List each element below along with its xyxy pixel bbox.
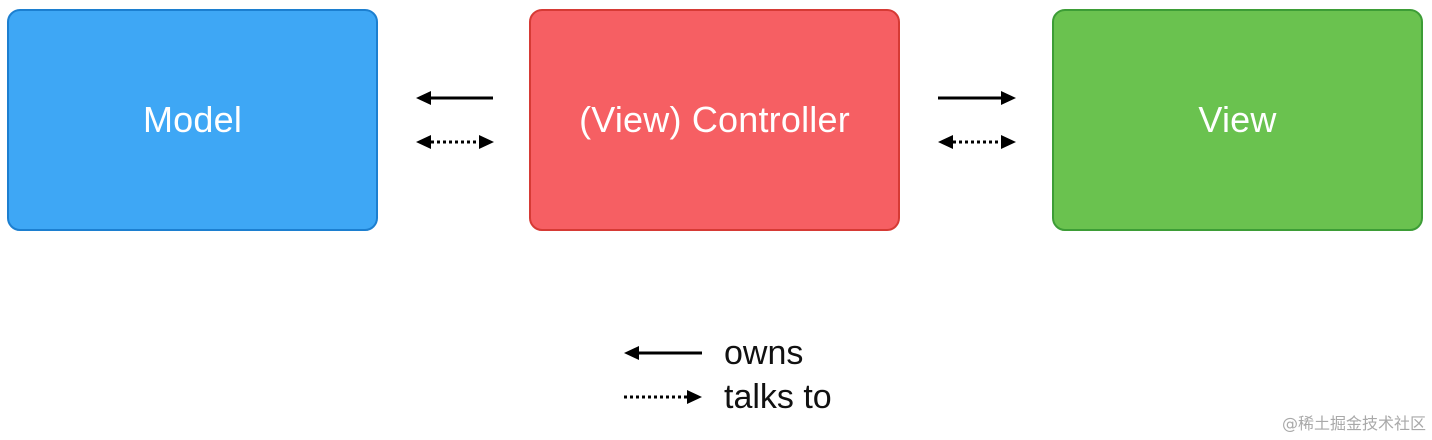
legend-talks-to-arrow xyxy=(624,390,702,404)
watermark: @稀土掘金技术社区 xyxy=(1281,414,1426,433)
legend-talks-to-label: talks to xyxy=(724,378,832,416)
view-label: View xyxy=(1198,99,1277,140)
controller-model-talk-arrow xyxy=(416,135,494,149)
legend-owns-arrow xyxy=(624,346,702,360)
model-label: Model xyxy=(142,99,243,140)
controller-owns-model-arrow xyxy=(416,91,493,105)
view-controller-label: (View) Controller xyxy=(579,99,850,140)
controller-view-talk-arrow xyxy=(938,135,1016,149)
model-box: Model xyxy=(7,9,378,231)
controller-owns-view-arrow xyxy=(938,91,1016,105)
view-box: View xyxy=(1052,9,1423,231)
legend-owns-label: owns xyxy=(724,334,804,372)
view-controller-box: (View) Controller xyxy=(529,9,900,231)
